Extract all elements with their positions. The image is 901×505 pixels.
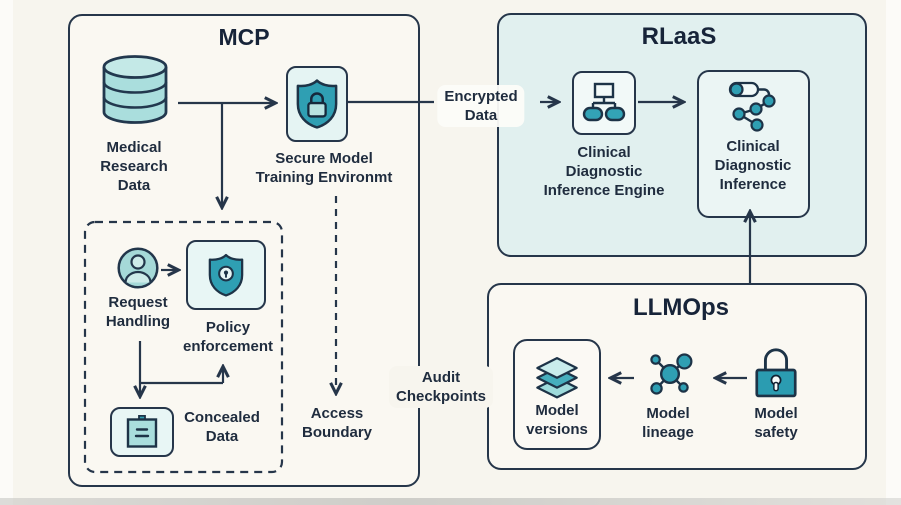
encrypted-data-label: Encrypted Data [437, 85, 525, 127]
shield-lock-icon [296, 79, 338, 129]
engine-label: Clinical Diagnostic Inference Engine [543, 144, 665, 199]
model-versions-label: Model versions [526, 402, 588, 438]
mcp-title: MCP [218, 24, 270, 50]
policy-enforcement-node [186, 240, 266, 310]
access-boundary-label: Access Boundary [301, 405, 373, 441]
lineage-icon [650, 353, 693, 395]
model-versions-node [513, 339, 601, 450]
clinical-inference-node [697, 70, 810, 218]
secure-training-label: Secure Model Training Environmt [255, 150, 393, 186]
right-margin [886, 0, 901, 505]
concealed-data-label: Concealed Data [184, 409, 260, 445]
secure-training-node [286, 66, 348, 142]
inference-engine-node [572, 71, 636, 135]
concealed-data-node [110, 407, 174, 457]
policy-shield-icon [208, 253, 244, 297]
bottom-edge-artifact [0, 498, 901, 505]
pipeline-icon [728, 81, 776, 132]
layers-icon [536, 357, 578, 399]
left-margin [0, 0, 13, 505]
flowchart-icon [582, 82, 626, 122]
audit-checkpoints-label: Audit Checkpoints [388, 366, 494, 408]
llmops-title: LLMOps [633, 294, 729, 321]
model-lineage-label: Model lineage [642, 405, 694, 441]
database-icon [102, 55, 168, 124]
request-handling-label: Request Handling [105, 294, 171, 330]
rlaas-title: RLaaS [641, 23, 717, 50]
padlock-icon [755, 348, 797, 398]
medical-research-data-label: Medical Research Data [100, 139, 168, 194]
inference-label: Clinical Diagnostic Inference [714, 138, 792, 193]
clipboard-icon [126, 415, 158, 448]
person-icon [117, 247, 159, 289]
policy-enforcement-label: Policy enforcement [182, 319, 274, 355]
model-safety-label: Model safety [754, 405, 798, 441]
